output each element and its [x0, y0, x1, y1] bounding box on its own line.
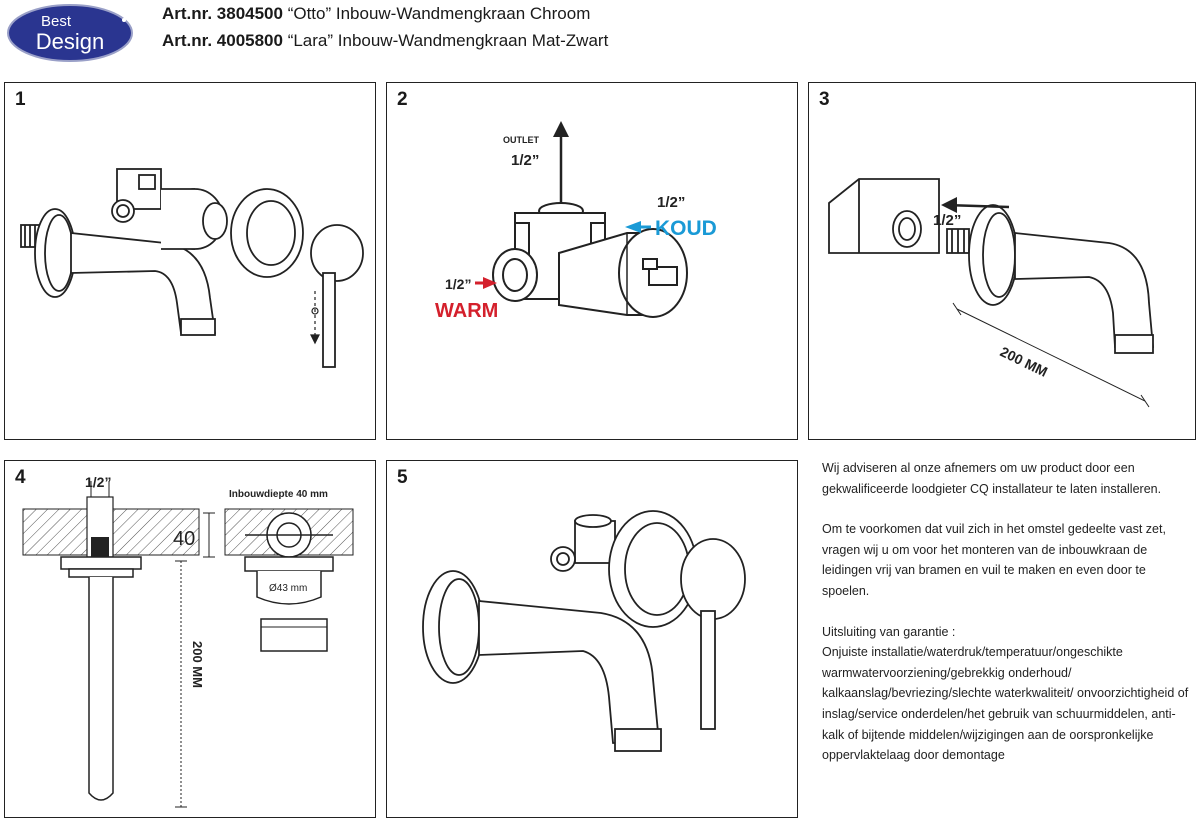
thread-size-label: 1/2” — [85, 474, 111, 490]
step-number: 4 — [15, 467, 26, 488]
title-line-1: Art.nr. 3804500 “Otto” Inbouw-Wandmengkr… — [162, 0, 608, 27]
step-4-panel: 4 1/2” 40 Inbouwd — [4, 460, 376, 818]
warranty-text: Onjuiste installatie/waterdruk/temperatu… — [822, 645, 1189, 763]
logo-ellipse: Best Design — [7, 4, 133, 62]
cold-size-label: 1/2” — [657, 194, 685, 211]
step-number: 2 — [397, 89, 408, 110]
article-number: Art.nr. 4005800 — [162, 31, 283, 50]
article-number: Art.nr. 3804500 — [162, 4, 283, 23]
warm-label: WARM — [435, 300, 498, 322]
cold-label: KOUD — [655, 217, 717, 240]
outlet-label: OUTLET — [503, 135, 539, 145]
exploded-parts-drawing — [20, 168, 364, 368]
outlet-size-label: 1/2” — [511, 152, 539, 169]
depth-value-label: 40 — [173, 528, 195, 550]
step-1-panel: 1 — [4, 82, 376, 440]
step-2-panel: 2 OUTLET 1/2” 1/2” — [386, 82, 798, 440]
notes-paragraph-1: Wij adviseren al onze afnemers om uw pro… — [822, 461, 1162, 496]
notes-paragraph-2: Om te voorkomen dat vuil zich in het oms… — [822, 522, 1166, 598]
spout-mounting-drawing: 1/2” 200 MM — [828, 178, 1154, 408]
diameter-label: Ø43 mm — [269, 583, 307, 594]
installation-depth-drawing: 1/2” 40 Inbouwdiepte 40 mm Ø43 mm 200 MM — [22, 474, 354, 808]
warm-size-label: 1/2” — [445, 276, 471, 292]
step-number: 1 — [15, 89, 26, 110]
product-titles: Art.nr. 3804500 “Otto” Inbouw-Wandmengkr… — [162, 0, 608, 54]
length-label: 200 MM — [190, 641, 205, 688]
brand-logo: Best Design — [4, 2, 136, 64]
step-number: 3 — [819, 89, 830, 110]
depth-label: Inbouwdiepte 40 mm — [229, 489, 328, 500]
step-5-panel: 5 — [386, 460, 798, 818]
logo-text-top: Best — [41, 13, 72, 30]
article-description: “Otto” Inbouw-Wandmengkraan Chroom — [282, 4, 591, 23]
valve-body-connections-drawing: OUTLET 1/2” 1/2” KOUD 1/2” WARM — [435, 121, 717, 322]
length-label: 200 MM — [998, 343, 1050, 380]
assembled-faucet-drawing — [422, 510, 746, 752]
logo-text-bottom: Design — [36, 29, 104, 54]
step-3-panel: 3 1/2” 200 MM — [808, 82, 1196, 440]
installation-notes: Wij adviseren al onze afnemers om uw pro… — [822, 458, 1194, 786]
thread-size-label: 1/2” — [933, 212, 961, 229]
title-line-2: Art.nr. 4005800 “Lara” Inbouw-Wandmengkr… — [162, 27, 608, 54]
article-description: “Lara” Inbouw-Wandmengkraan Mat-Zwart — [282, 31, 609, 50]
warranty-title: Uitsluiting van garantie : — [822, 624, 956, 639]
step-number: 5 — [397, 467, 408, 488]
